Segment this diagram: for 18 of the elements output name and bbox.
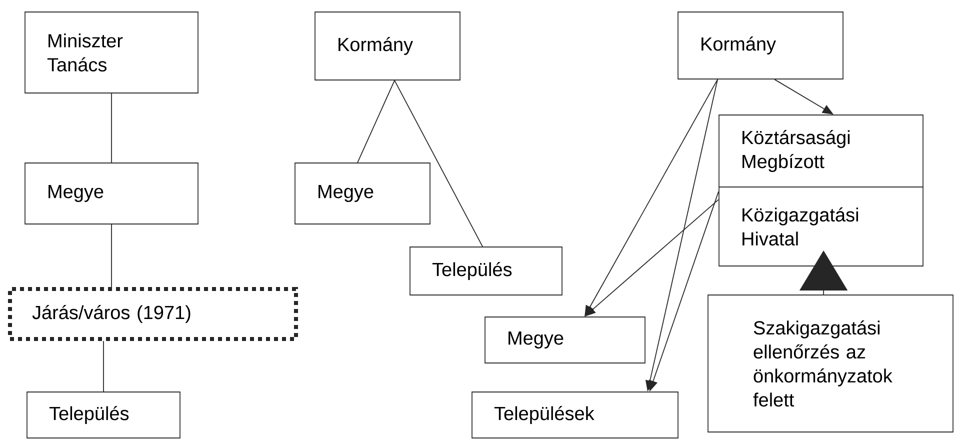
- connector-line: [111, 93, 112, 163]
- box: Település: [26, 392, 180, 438]
- connector-line: [394, 80, 483, 247]
- box: Kormány: [678, 12, 844, 80]
- box: Település: [410, 246, 562, 296]
- box: Települések: [472, 392, 678, 438]
- box: Miniszter Tanács: [24, 12, 198, 94]
- connector-line: [357, 80, 395, 163]
- connector-line: [103, 340, 104, 392]
- box: Megye: [294, 162, 430, 224]
- box: Szakigazgatási ellenőrzés az önkormányzatok felett: [708, 294, 954, 432]
- compartment-box: Köztársasági Megbízott: [718, 114, 924, 188]
- compartment-box: Közigazgatási Hivatal: [718, 186, 924, 266]
- box: Megye: [484, 316, 646, 364]
- box: Megye: [24, 162, 198, 224]
- box: Kormány: [314, 12, 460, 80]
- dotted-box: Járás/város (1971): [8, 287, 298, 341]
- connector-line: [111, 224, 112, 288]
